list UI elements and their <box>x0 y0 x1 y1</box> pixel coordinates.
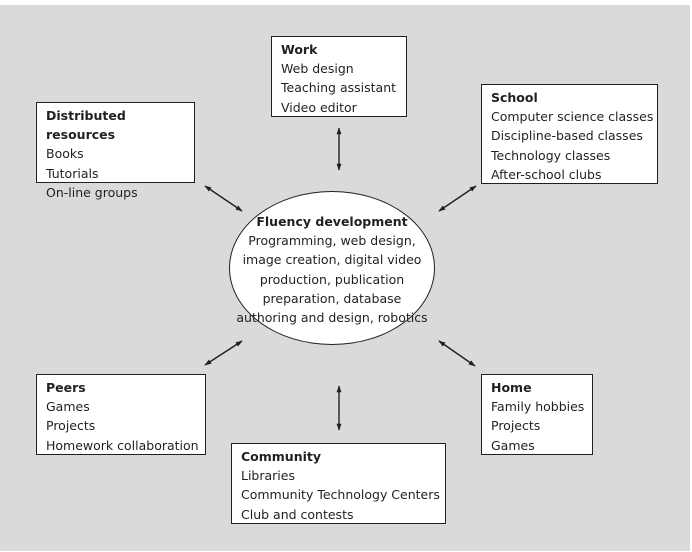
community-title: Community <box>241 449 322 464</box>
arrow-distributed <box>204 185 243 212</box>
work-item: Video editor <box>281 99 357 115</box>
school-title: School <box>491 90 538 105</box>
distributed-resources-item: On-line groups <box>46 184 138 200</box>
home-item: Family hobbies <box>491 399 585 415</box>
home-item: Games <box>491 437 535 453</box>
home-item: Projects <box>491 418 541 434</box>
peers-item: Games <box>46 399 90 415</box>
distributed-resources-item: Books <box>46 146 84 162</box>
peers-item: Projects <box>46 418 96 434</box>
work-box: Work Web design Teaching assistant Video… <box>271 36 407 117</box>
school-item: Discipline-based classes <box>491 128 643 144</box>
fluency-development-text: Fluency development Programming, web des… <box>235 212 429 327</box>
work-title: Work <box>281 42 318 57</box>
center-line: preparation, database <box>262 290 402 306</box>
community-item: Club and contests <box>241 506 354 522</box>
community-item: Libraries <box>241 468 295 484</box>
center-line: Programming, web design, <box>248 233 416 249</box>
school-item: Computer science classes <box>491 109 654 125</box>
school-box: School Computer science classes Discipli… <box>481 84 658 184</box>
center-title: Fluency development <box>256 214 408 229</box>
school-item: After-school clubs <box>491 166 602 182</box>
community-box: Community Libraries Community Technology… <box>231 443 446 524</box>
arrow-peers <box>204 340 243 366</box>
home-title: Home <box>491 380 532 395</box>
community-item: Community Technology Centers <box>241 487 440 503</box>
peers-title: Peers <box>46 380 86 395</box>
fluency-development-ellipse <box>229 191 435 345</box>
arrow-school <box>438 185 477 212</box>
work-item: Teaching assistant <box>281 80 397 96</box>
peers-box: Peers Games Projects Homework collaborat… <box>36 374 206 455</box>
work-item: Web design <box>281 61 354 77</box>
peers-item: Homework collaboration <box>46 437 199 453</box>
center-line: authoring and design, robotics <box>236 310 428 326</box>
distributed-resources-item: Tutorials <box>46 165 99 181</box>
distributed-resources-title: Distributed resources <box>46 108 126 143</box>
home-box: Home Family hobbies Projects Games <box>481 374 593 455</box>
center-line: production, publication <box>259 271 405 287</box>
distributed-resources-box: Distributed resources Books Tutorials On… <box>36 102 195 200</box>
center-line: image creation, digital video <box>242 252 422 268</box>
school-item: Technology classes <box>491 147 611 163</box>
arrow-home <box>438 340 476 367</box>
